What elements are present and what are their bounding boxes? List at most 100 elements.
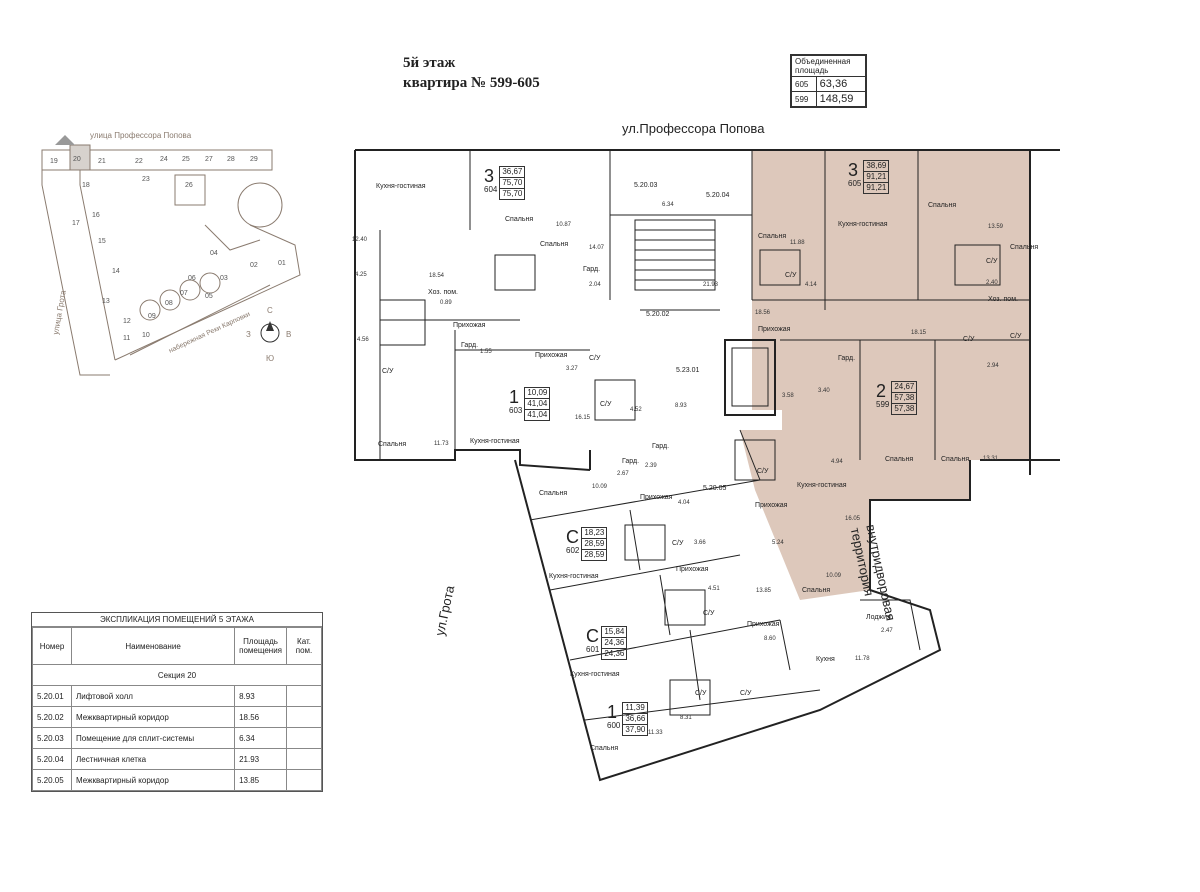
keymap-section: 14 bbox=[112, 268, 120, 275]
badge-rooms: 1 bbox=[607, 701, 618, 722]
compass: С В Ю З bbox=[246, 306, 291, 363]
room-label: Прихожая bbox=[747, 621, 780, 628]
keymap-section: 11 bbox=[123, 335, 130, 342]
room-area: 2.94 bbox=[987, 363, 999, 369]
room-area: 5.24 bbox=[772, 540, 784, 546]
room-area: 4.94 bbox=[831, 459, 843, 465]
room-label: С/У bbox=[757, 468, 769, 475]
room-label: Кухня-гостиная bbox=[797, 482, 847, 489]
room-label: Гард. bbox=[461, 342, 479, 349]
row-cat bbox=[286, 706, 322, 728]
room-code: 5.20.05 bbox=[703, 485, 727, 492]
room-label: Гард. bbox=[583, 266, 601, 273]
badge-apt: 604 bbox=[484, 184, 498, 194]
room-area: 16.15 bbox=[575, 415, 591, 421]
explication-header: Кат. пом. bbox=[286, 627, 322, 665]
badge-apt: 605 bbox=[848, 178, 862, 188]
row-cat bbox=[286, 685, 322, 707]
room-label: С/У bbox=[963, 336, 975, 343]
room-area: 14.07 bbox=[589, 245, 605, 251]
keymap-section: 26 bbox=[185, 182, 193, 189]
keymap-section: 08 bbox=[165, 300, 173, 307]
room-label: Гард. bbox=[652, 443, 670, 450]
room-code: 5.23.01 bbox=[676, 367, 700, 374]
badge-area: 24,36 bbox=[601, 637, 628, 649]
badge-rooms: 2 bbox=[876, 380, 887, 401]
badge-area: 18,23 bbox=[581, 527, 608, 539]
row-name: Лестничная клетка bbox=[70, 748, 236, 770]
combined-area: 63,36 bbox=[815, 76, 867, 92]
row-cat bbox=[286, 727, 322, 749]
keymap-section: 05 bbox=[205, 293, 213, 300]
row-name: Межквартирный коридор bbox=[70, 706, 236, 728]
room-area: 2.47 bbox=[881, 628, 893, 634]
keymap-section: 12 bbox=[123, 318, 131, 325]
room-label: Хоз. пом. bbox=[988, 296, 1018, 303]
room-area: 13.31 bbox=[983, 456, 999, 462]
explication-header: Наименование bbox=[70, 627, 236, 665]
badge-area: 38,69 bbox=[863, 160, 890, 172]
room-label: С/У bbox=[695, 690, 707, 697]
badge-area: 10,09 bbox=[524, 387, 551, 399]
explication-title: ЭКСПЛИКАЦИЯ ПОМЕЩЕНИЙ 5 ЭТАЖА bbox=[32, 613, 322, 627]
keymap-section: 19 bbox=[50, 158, 58, 165]
room-area: 2.39 bbox=[645, 463, 657, 469]
badge-area: 24,36 bbox=[601, 648, 628, 660]
badge-rooms: С bbox=[566, 526, 579, 547]
row-num: 5.20.03 bbox=[32, 727, 72, 749]
room-label: Спальня bbox=[758, 233, 787, 240]
combined-apt: 605 bbox=[791, 76, 817, 92]
combined-area: 148,59 bbox=[815, 91, 867, 107]
room-label: С/У bbox=[589, 355, 601, 362]
badge-rooms: 1 bbox=[509, 386, 520, 407]
row-area: 8.93 bbox=[234, 685, 287, 707]
room-label: Спальня bbox=[885, 456, 914, 463]
badge-area: 57,38 bbox=[891, 403, 918, 415]
room-area: 4.25 bbox=[355, 272, 367, 278]
badge-area: 37,90 bbox=[622, 724, 649, 736]
badge-area: 57,38 bbox=[891, 392, 918, 404]
room-label: Кухня-гостиная bbox=[570, 671, 620, 678]
compass-south: Ю bbox=[266, 354, 274, 363]
room-area: 3.27 bbox=[566, 366, 578, 372]
room-label: Кухня bbox=[816, 656, 835, 663]
keymap-section: 04 bbox=[210, 250, 218, 257]
room-area: 0.89 bbox=[440, 300, 452, 306]
keymap-section: 16 bbox=[92, 212, 100, 219]
explication-section: Секция 20 bbox=[32, 664, 322, 686]
room-area: 11.88 bbox=[790, 240, 805, 246]
room-label: Спальня bbox=[540, 241, 569, 248]
row-name: Межквартирный коридор bbox=[70, 769, 236, 791]
room-label: Хоз. пом. bbox=[428, 289, 458, 296]
row-cat bbox=[286, 769, 322, 791]
combined-apt: 599 bbox=[791, 91, 817, 107]
room-area: 4.56 bbox=[357, 337, 369, 343]
room-area: 11.78 bbox=[855, 656, 870, 662]
room-area: 10.87 bbox=[556, 222, 572, 228]
room-label: Прихожая bbox=[755, 502, 788, 509]
room-code: 5.20.02 bbox=[646, 311, 670, 318]
room-area: 12.40 bbox=[352, 237, 368, 243]
keymap-section: 15 bbox=[98, 238, 106, 245]
keymap-section: 17 bbox=[72, 220, 80, 227]
apartments-title: квартира № 599-605 bbox=[403, 75, 540, 91]
keymap-section: 02 bbox=[250, 262, 258, 269]
room-label: С/У bbox=[382, 368, 394, 375]
compass-north: С bbox=[267, 306, 273, 315]
keymap-street-top: улица Профессора Попова bbox=[90, 131, 192, 140]
room-area: 4.04 bbox=[678, 500, 690, 506]
badge-area: 15,84 bbox=[601, 626, 628, 638]
keymap-section: 21 bbox=[98, 158, 106, 165]
keymap-section: 22 bbox=[135, 158, 143, 165]
room-label: Спальня bbox=[539, 490, 568, 497]
keymap-section: 20 bbox=[73, 156, 81, 163]
room-area: 3.58 bbox=[782, 393, 794, 399]
combined-caption: Объединенная площадь bbox=[791, 55, 866, 77]
badge-area: 28,59 bbox=[581, 538, 608, 550]
